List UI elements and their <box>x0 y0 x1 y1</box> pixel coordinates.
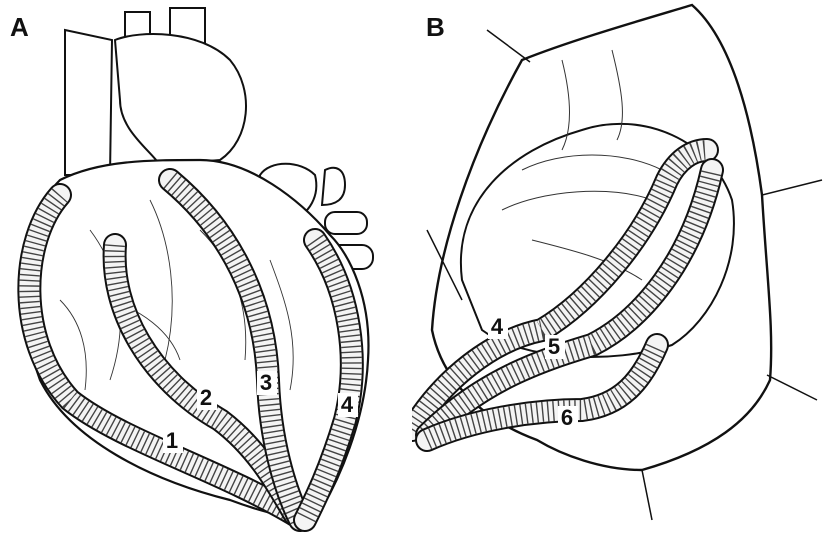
graft-label-b-5: 5 <box>548 334 560 359</box>
heart-anterior-illustration: 12 3 4 <box>0 0 412 535</box>
graft-label-2: 2 <box>200 385 212 410</box>
graft-label-3: 3 <box>260 370 272 395</box>
graft-label-b-6: 6 <box>561 405 573 430</box>
graft-label-4: 4 <box>341 392 354 417</box>
graft-label-b-4: 4 <box>491 314 504 339</box>
heart-posterior-illustration: 4 5 6 <box>412 0 825 535</box>
graft-label-1: 1 <box>166 428 178 453</box>
